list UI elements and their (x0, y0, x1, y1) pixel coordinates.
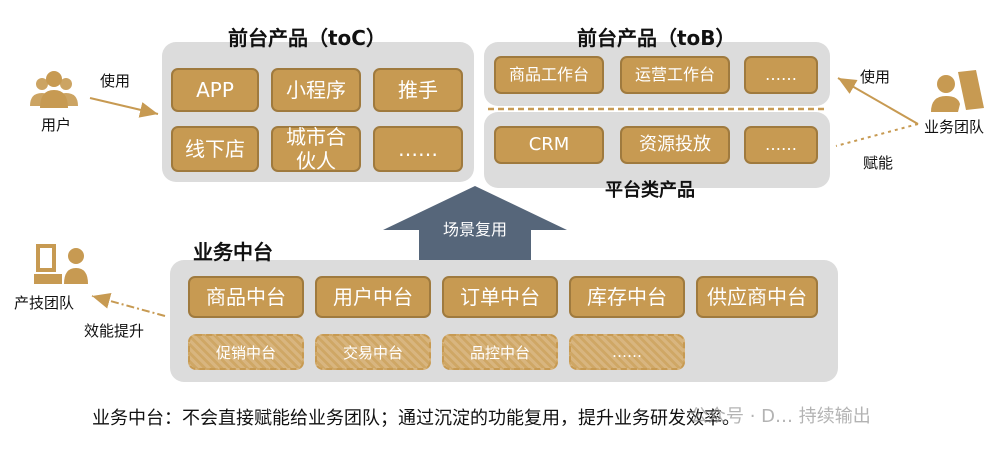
biz-use-label: 使用 (860, 68, 891, 86)
caption: 业务中台：不会直接赋能给业务团队；通过沉淀的功能复用，提升业务研发效率。 (92, 408, 740, 429)
toc-box-more: …… (373, 126, 463, 172)
watermark: 公众号 · D… 持续输出 (690, 406, 871, 427)
tob-box-ops-workbench: 运营工作台 (620, 56, 730, 94)
toc-box-offline-store: 线下店 (171, 126, 259, 172)
toc-box-app: APP (171, 68, 259, 112)
dev-efficiency-arrow (91, 293, 166, 317)
user-use-label: 使用 (100, 72, 131, 90)
tob-box-more: …… (744, 56, 818, 94)
user-use-arrow (89, 97, 159, 118)
biz-team-label: 业务团队 (924, 118, 985, 136)
dev-team-label: 产技团队 (14, 294, 75, 312)
user-label: 用户 (41, 116, 72, 134)
middle-box-inventory: 库存中台 (569, 276, 685, 318)
scene-reuse-arrow (383, 186, 567, 260)
user-icon (30, 71, 78, 108)
middle-box-supplier: 供应商中台 (696, 276, 818, 318)
middle-sub-promotion: 促销中台 (188, 334, 304, 370)
business-team-icon (931, 70, 984, 112)
platform-box-crm: CRM (494, 126, 604, 164)
middle-sub-transaction: 交易中台 (315, 334, 431, 370)
biz-use-arrow (837, 77, 919, 125)
biz-empower-line (835, 123, 919, 147)
toc-box-mini-program: 小程序 (271, 68, 361, 112)
middle-title: 业务中台 (193, 240, 273, 264)
scene-reuse-label: 场景复用 (442, 220, 507, 239)
tob-title: 前台产品（toB） (577, 26, 736, 50)
middle-box-order: 订单中台 (442, 276, 558, 318)
dev-team-icon (34, 244, 88, 284)
middle-sub-more: …… (569, 334, 685, 370)
biz-empower-label: 赋能 (863, 154, 894, 172)
middle-box-user: 用户中台 (315, 276, 431, 318)
tob-box-product-workbench: 商品工作台 (494, 56, 604, 94)
toc-title: 前台产品（toC） (228, 26, 386, 50)
toc-box-pusher: 推手 (373, 68, 463, 112)
middle-box-product: 商品中台 (188, 276, 304, 318)
platform-box-resource: 资源投放 (620, 126, 730, 164)
middle-sub-quality: 品控中台 (442, 334, 558, 370)
platform-title: 平台类产品 (605, 180, 695, 201)
platform-box-more: …… (744, 126, 818, 164)
dev-efficiency-label: 效能提升 (84, 322, 145, 340)
toc-box-city-partner: 城市合 伙人 (271, 125, 361, 173)
